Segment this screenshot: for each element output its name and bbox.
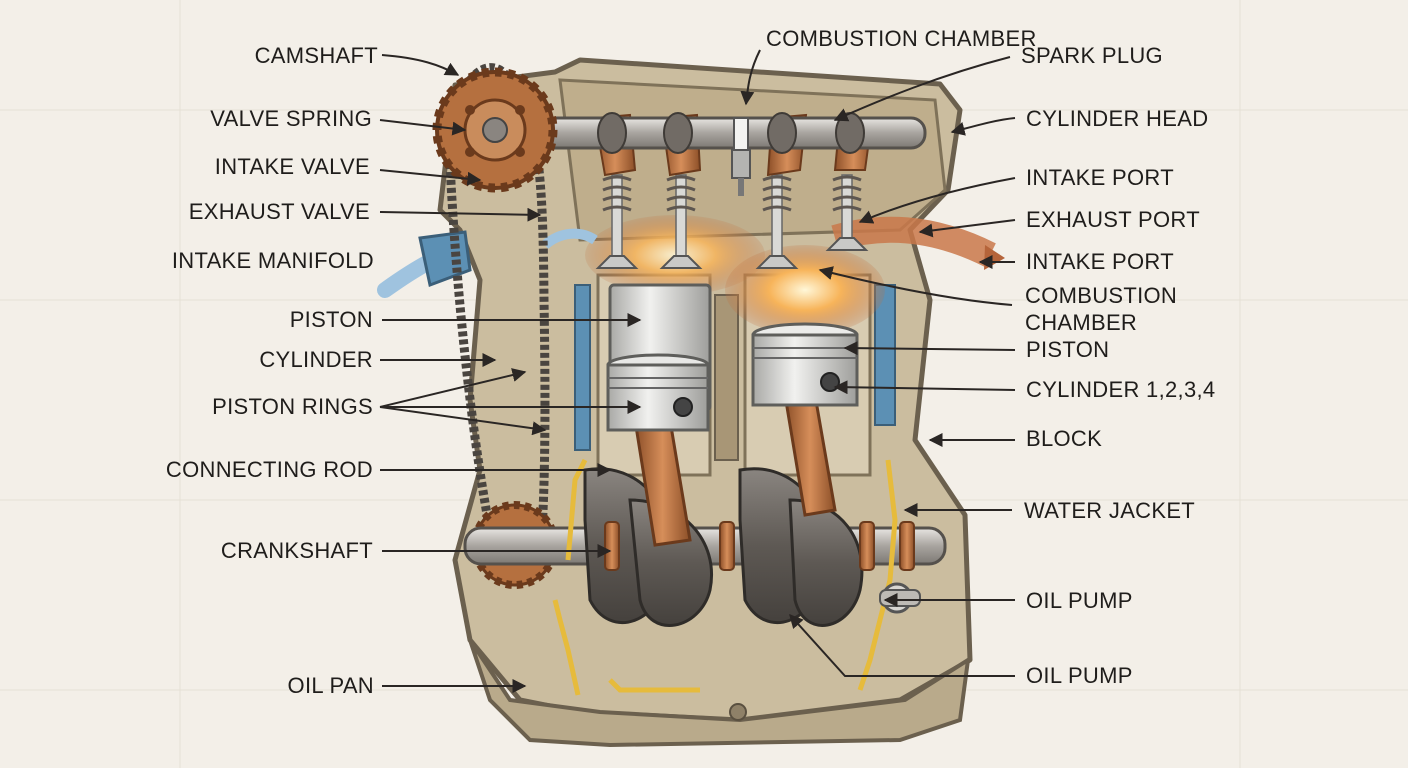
combustion-glow-2 [725,245,885,335]
cam-sprocket [432,67,558,193]
label-cylinder-numbers: CYLINDER 1,2,3,4 [1026,377,1216,402]
leader-exhaust-valve [379,207,542,222]
leader-exhaust-port [918,219,1016,238]
oil-pan [468,638,971,748]
valve-4 [825,174,869,251]
label-exhaust-valve: EXHAUST VALVE [188,199,370,224]
piston-2 [606,353,710,432]
leader-piston-rings-1 [379,368,527,408]
label-piston: PISTON [289,307,373,332]
leader-intake-port-1 [858,177,1016,224]
label-piston-right: PISTON [1026,337,1110,362]
valve-1 [595,174,639,269]
valve-springs [602,175,862,212]
label-combustion-right-1: COMBUSTION [1025,283,1178,308]
leader-oil-pump-2 [789,613,1015,677]
label-cylinder: CYLINDER [259,347,373,372]
leader-intake-valve [379,169,482,186]
spark-plug [731,117,751,196]
label-intake-valve: INTAKE VALVE [214,154,370,179]
label-combustion-chamber-top: COMBUSTION CHAMBER [766,26,1037,51]
label-spark-plug: SPARK PLUG [1021,43,1163,68]
label-piston-rings: PISTON RINGS [212,394,373,419]
leader-camshaft [381,54,460,76]
leader-lines [379,49,1016,693]
label-crankshaft: CRANKSHAFT [220,538,373,563]
label-intake-port-2: INTAKE PORT [1026,249,1174,274]
label-exhaust-port: EXHAUST PORT [1026,207,1200,232]
intake-manifold-pipe [418,230,472,288]
label-combustion-right-2: CHAMBER [1025,310,1138,335]
leader-combustion-top [740,49,761,106]
leader-spark-plug [833,56,1011,122]
label-oil-pump-1: OIL PUMP [1026,588,1133,613]
crank-counterweights [583,467,864,627]
leader-valve-spring [379,119,467,136]
water-jacket-center [714,294,739,461]
valve-3 [755,174,799,269]
crank-journals [604,521,915,571]
leader-piston-right [843,341,1016,356]
label-connecting-rod: CONNECTING ROD [165,457,373,482]
intake-air-swoosh [541,228,598,249]
label-camshaft: CAMSHAFT [254,43,378,68]
oil-passages [552,458,898,696]
leader-piston-rings-3 [379,406,547,436]
drain-plug [729,703,747,721]
label-water-jacket: WATER JACKET [1024,498,1196,523]
valves [595,174,869,269]
exhaust-arrow-head [984,245,1005,270]
valve-2 [659,174,703,269]
label-oil-pan: OIL PAN [287,673,374,698]
leader-cylinder-head [950,117,1016,136]
leader-cylinder-numbers [833,380,1016,395]
label-block: BLOCK [1026,426,1103,451]
water-jacket-left [574,284,591,451]
label-cylinder-head: CYLINDER HEAD [1026,106,1209,131]
label-intake-manifold: INTAKE MANIFOLD [171,248,374,273]
leader-combustion-right [818,266,1013,306]
piston-3 [751,322,859,407]
label-valve-spring: VALVE SPRING [210,106,372,131]
label-intake-port-1: INTAKE PORT [1026,165,1174,190]
label-oil-pump-2: OIL PUMP [1026,663,1133,688]
camshaft-lobes [597,112,865,154]
